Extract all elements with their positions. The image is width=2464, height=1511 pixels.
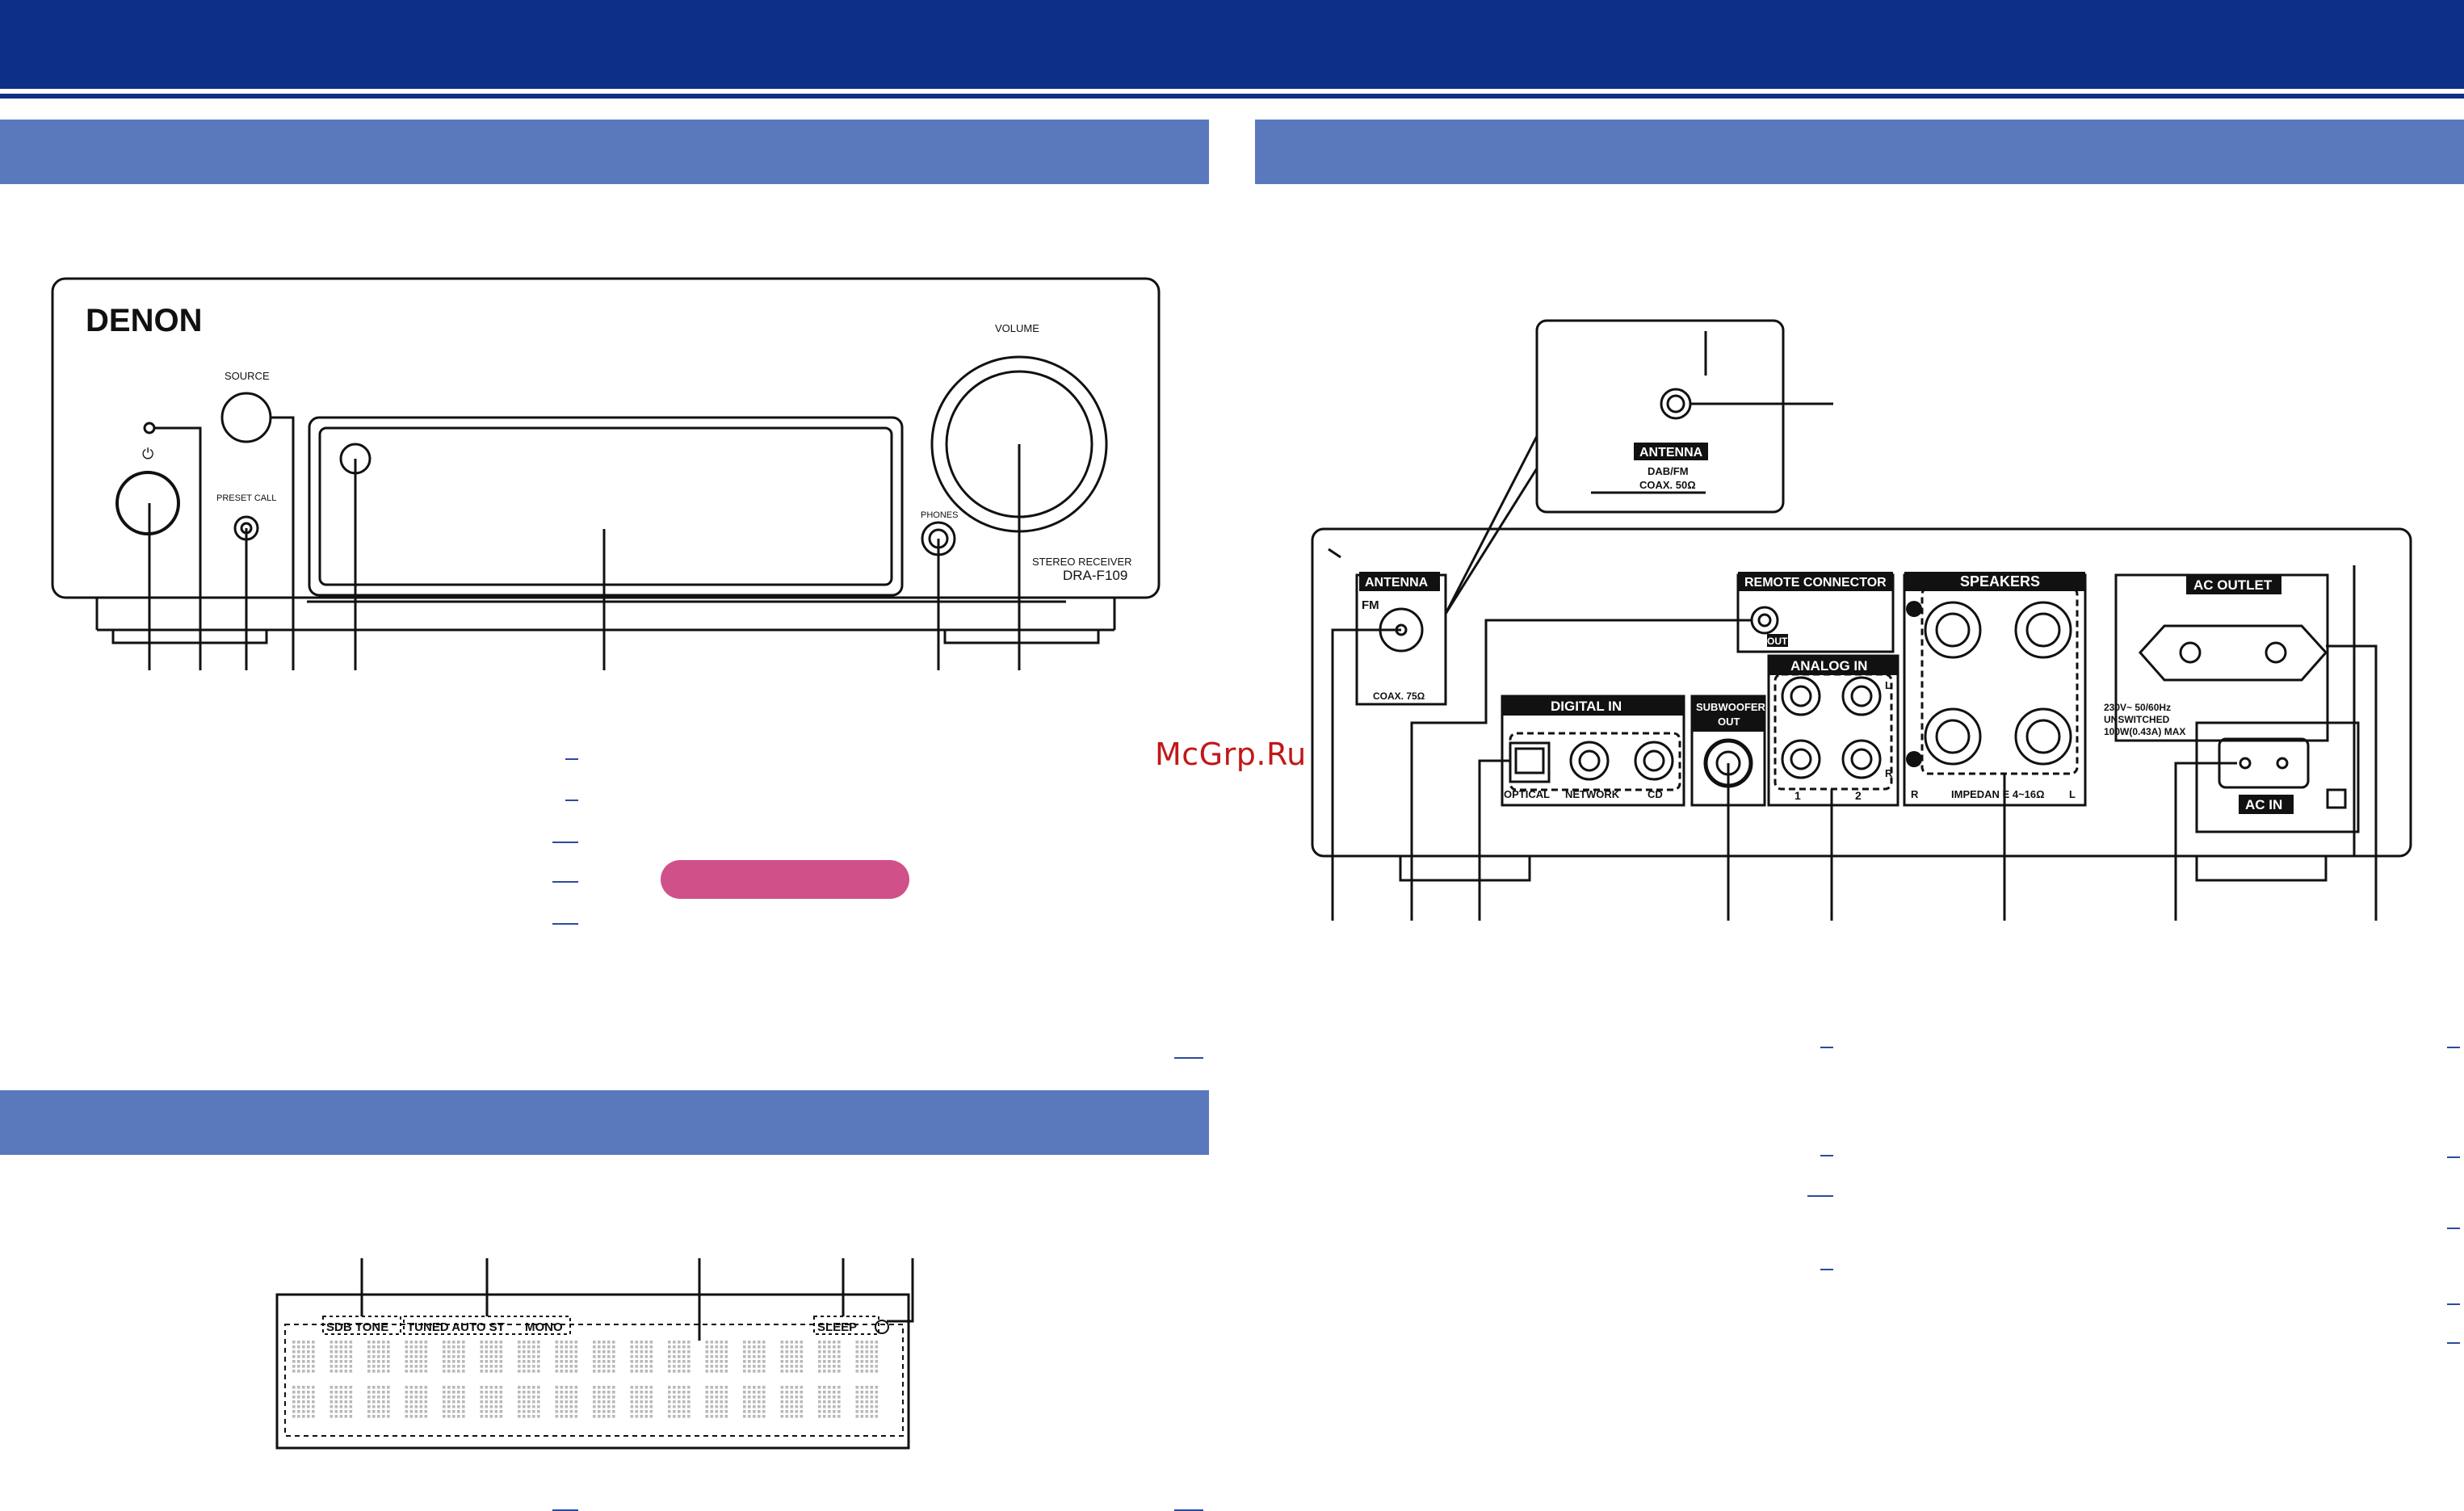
antenna-label: ANTENNA	[1365, 576, 1429, 590]
page-ref-tick	[552, 923, 578, 925]
rear-foot-right	[2195, 854, 2328, 882]
detail-antenna-label: ANTENNA	[1639, 446, 1703, 460]
optical-label: OPTICAL	[1504, 788, 1550, 800]
model-type: STEREO RECEIVER	[1032, 556, 1132, 568]
power-button	[115, 471, 180, 535]
cd-jack	[1634, 741, 1674, 781]
analog-l-label: L	[1885, 679, 1891, 691]
fm-label: FM	[1362, 598, 1379, 612]
page-ref-tick	[552, 881, 578, 883]
analog-in-1-label: 1	[1794, 789, 1801, 802]
rear-panel-body	[1311, 527, 2412, 858]
sleep-indicator	[813, 1316, 879, 1335]
ac-outlet-label: AC OUTLET	[2193, 577, 2273, 593]
sdb-tone-label: SDB TONE	[326, 1320, 388, 1334]
section-bar-rear-panel	[1255, 120, 2464, 184]
speaker-terminal-l-plus	[2014, 601, 2072, 659]
page-ref-tick	[552, 842, 578, 843]
phones-label: PHONES	[921, 510, 958, 520]
speaker-terminal-r-plus	[1924, 601, 1982, 659]
page-ref-tick	[565, 800, 578, 801]
impedance-label: IMPEDAN E 4~16Ω	[1951, 788, 2045, 800]
analog-r-label: R	[1885, 767, 1893, 779]
ac-in-area	[2195, 721, 2360, 833]
ac-spec-line1: 230V~ 50/60Hz	[2104, 702, 2171, 713]
model-name: DRA-F109	[1063, 568, 1127, 583]
page-ref-tick	[2447, 1047, 2460, 1048]
network-jack	[1569, 741, 1610, 781]
preset-call-label: PRESET CALL	[216, 493, 276, 503]
character-dot-matrix	[292, 1341, 879, 1418]
speaker-r-label: R	[1911, 788, 1919, 800]
analog-in-1-l	[1781, 676, 1821, 716]
mono-label: MONO	[525, 1320, 563, 1334]
ac-spec-line3: 100W(0.43A) MAX	[2104, 726, 2185, 737]
subwoofer-out-label: OUT	[1718, 716, 1740, 728]
detail-coax-label: COAX. 50Ω	[1639, 479, 1696, 491]
page-ref-tick	[1174, 1057, 1203, 1059]
page-ref-tick	[2447, 1156, 2460, 1158]
analog-in-2-l	[1841, 676, 1882, 716]
ac-spec-line2: UNSWITCHED	[2104, 714, 2170, 725]
source-label: SOURCE	[225, 370, 270, 382]
page-ref-tick	[2447, 1342, 2460, 1344]
plus-icon	[1906, 601, 1922, 617]
brand-logo: DENON	[86, 303, 202, 338]
power-icon: ⏻	[142, 446, 153, 462]
minus-icon	[1906, 751, 1922, 767]
fl-display-frame	[275, 1293, 910, 1450]
speaker-terminal-l-minus	[2014, 707, 2072, 766]
analog-in-label: ANALOG IN	[1790, 658, 1867, 674]
page-ref-tick	[1807, 1195, 1833, 1197]
front-foot-left	[111, 628, 268, 644]
digital-in-label: DIGITAL IN	[1551, 699, 1622, 714]
page-ref-tick	[1820, 1155, 1833, 1156]
page-ref-tick	[2447, 1303, 2460, 1305]
ac-outlet-socket	[2138, 624, 2328, 682]
analog-in-1-r	[1781, 739, 1821, 779]
sleep-label: SLEEP	[817, 1320, 857, 1334]
watermark: McGrp.Ru	[1155, 737, 1307, 772]
sleep-clock-icon	[875, 1320, 889, 1334]
display-window-outer	[308, 416, 904, 597]
remote-connector-label: REMOTE CONNECTOR	[1744, 576, 1887, 590]
section-bar-display	[0, 1090, 1209, 1155]
page-ref-tick	[1820, 1047, 1833, 1048]
display-window-inner	[318, 426, 893, 586]
cd-label: CD	[1648, 788, 1663, 800]
page-ref-tick	[1820, 1269, 1833, 1270]
page-ref-tick	[565, 758, 578, 760]
page-ref-tick	[2447, 1228, 2460, 1229]
analog-in-2-label: 2	[1855, 789, 1862, 802]
analog-in-2-r	[1841, 739, 1882, 779]
speaker-l-label: L	[2069, 788, 2076, 800]
highlight-pill	[661, 860, 909, 899]
front-foot-right	[943, 628, 1100, 644]
tuned-auto-label: TUNED AUTO ST	[407, 1320, 505, 1334]
speakers-label: SPEAKERS	[1960, 573, 2040, 590]
remote-out-label: OUT	[1767, 636, 1788, 647]
ac-in-label: AC IN	[2245, 797, 2282, 812]
volume-label: VOLUME	[995, 322, 1039, 334]
network-label: NETWORK	[1565, 788, 1620, 800]
header-rule	[0, 94, 2464, 99]
detail-dab-label: DAB/FM	[1648, 465, 1689, 477]
section-bar-front-panel	[0, 120, 1209, 184]
top-header-bar	[0, 0, 2464, 89]
front-panel-body	[51, 277, 1161, 599]
optical-jack	[1509, 741, 1551, 783]
subwoofer-label: SUBWOOFER	[1696, 701, 1766, 713]
antenna-detail-inset	[1535, 319, 1785, 514]
coax75-label: COAX. 75Ω	[1373, 690, 1425, 702]
rear-foot-left	[1399, 854, 1531, 882]
speaker-terminal-r-minus	[1924, 707, 1982, 766]
tuner-indicator	[403, 1316, 571, 1335]
